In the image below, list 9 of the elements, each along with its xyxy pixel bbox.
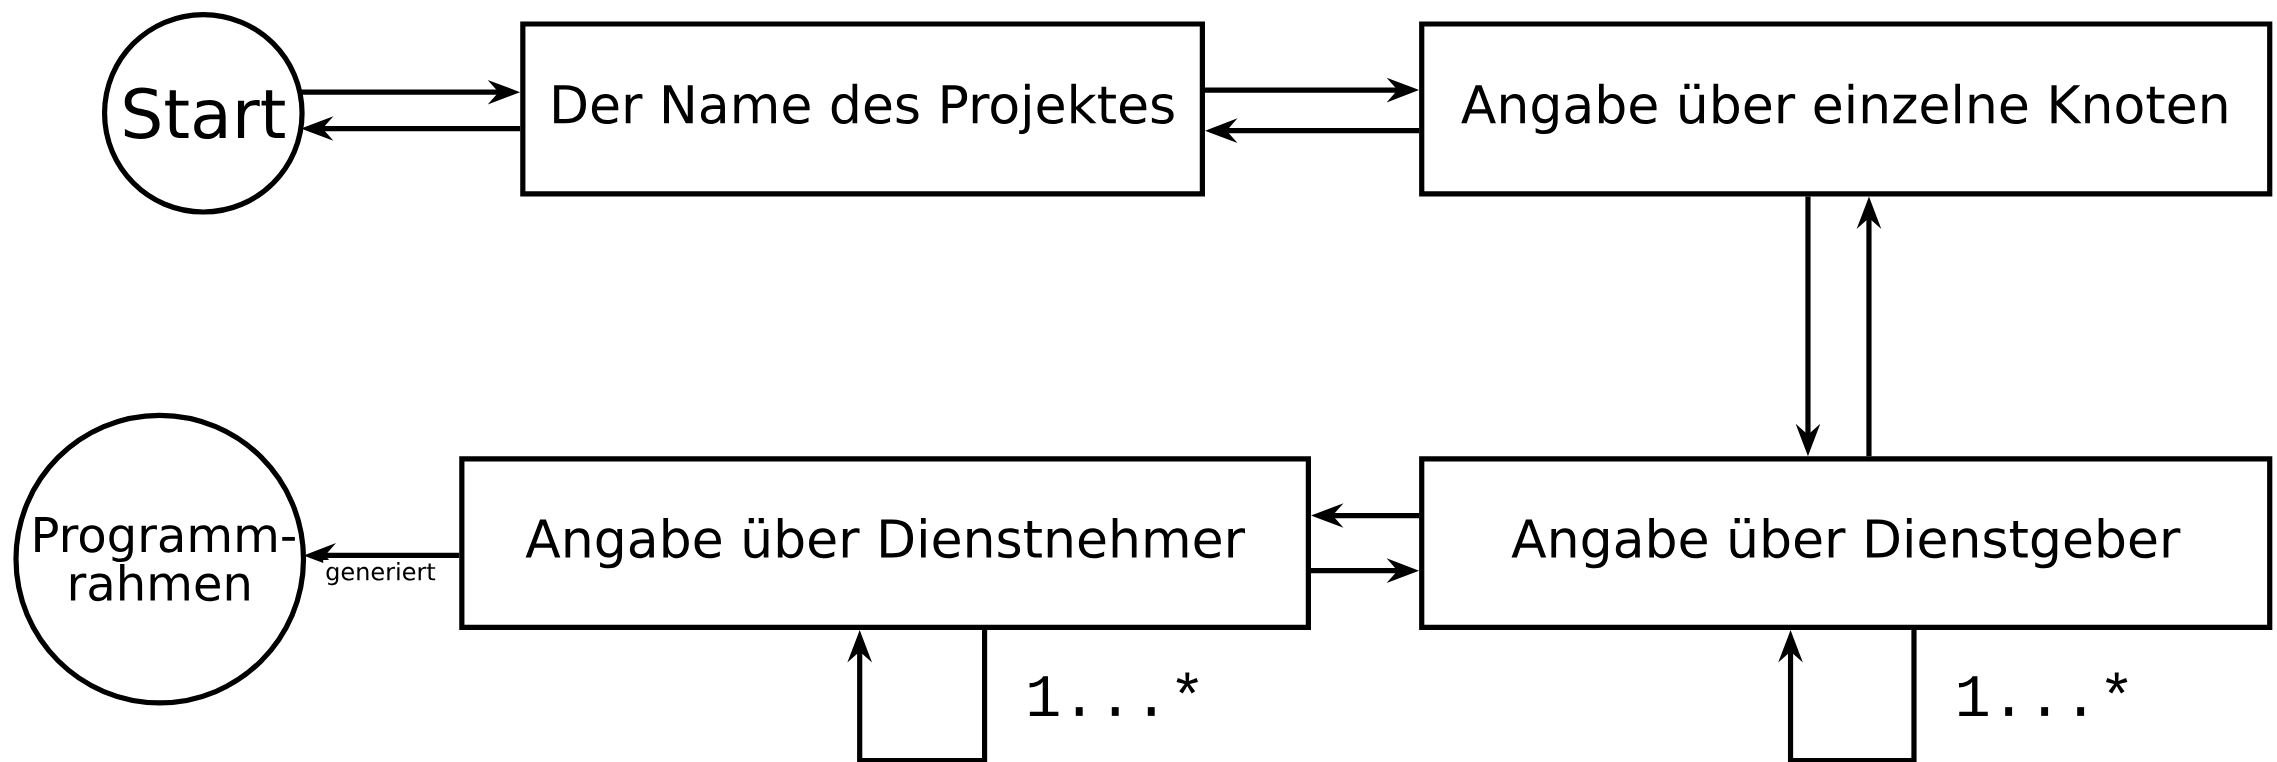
edge-label: 1...* bbox=[1023, 670, 1208, 718]
process-box: Angabe über Dienstnehmer bbox=[459, 456, 1311, 630]
arrow bbox=[1778, 629, 1917, 762]
arrow bbox=[847, 629, 988, 762]
edge-label: generiert bbox=[323, 559, 438, 588]
edge-label: 1...* bbox=[1952, 670, 2137, 718]
process-box: Der Name des Projektes bbox=[520, 21, 1205, 197]
process-box: Angabe über einzelne Knoten bbox=[1419, 21, 2273, 197]
process-box: Angabe über Dienstgeber bbox=[1419, 456, 2273, 630]
